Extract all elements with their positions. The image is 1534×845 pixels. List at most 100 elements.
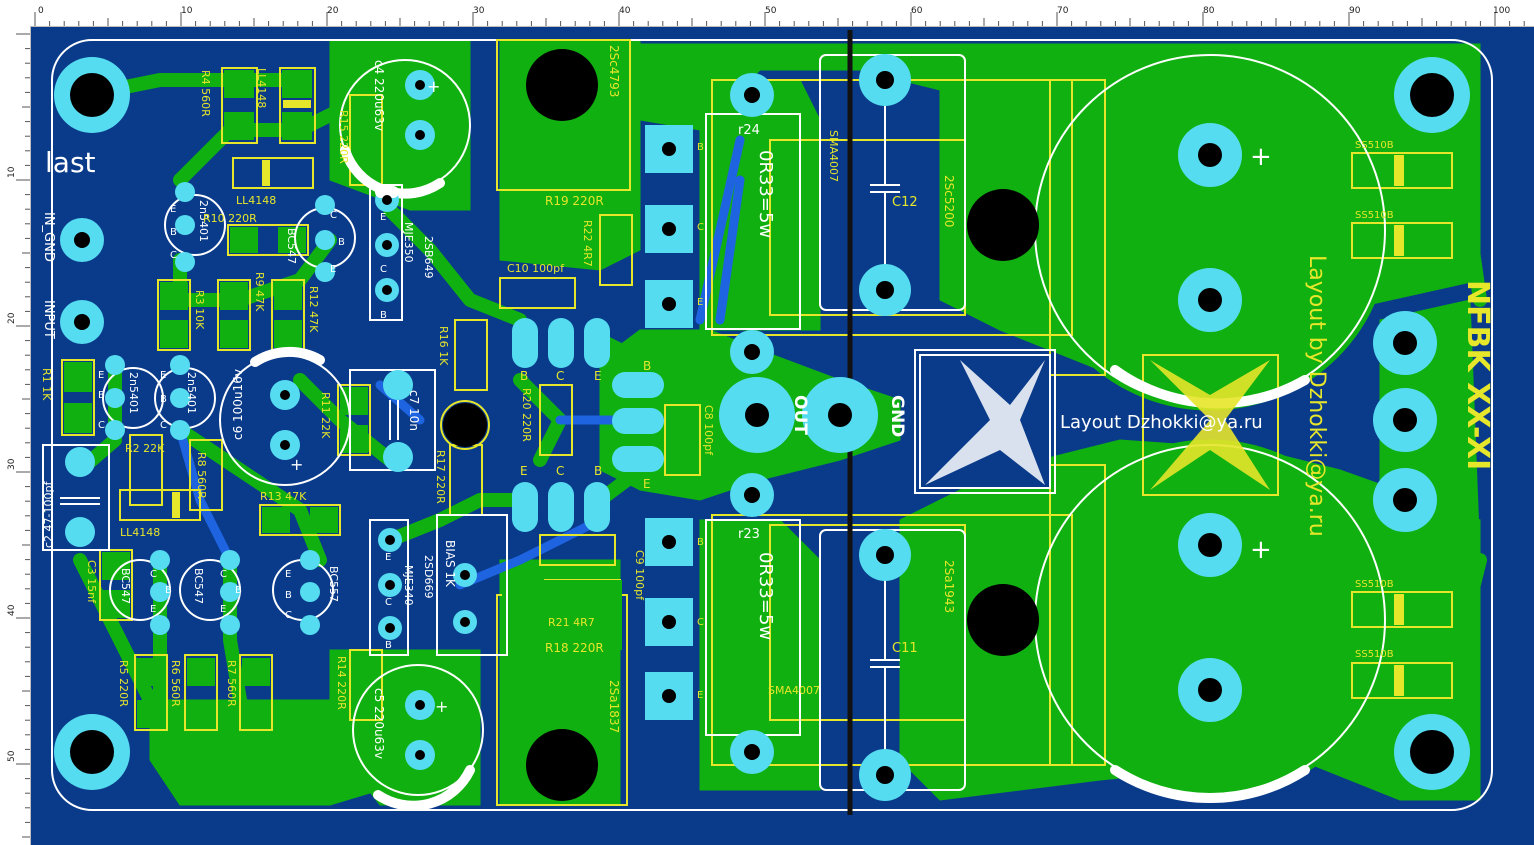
label-q6: BC557 — [327, 566, 340, 602]
label-bias: BIAS 1K — [443, 540, 457, 588]
brand-mirrored: NFBK XX-XI — [1460, 280, 1495, 470]
ruler-left-label: 30 — [7, 458, 17, 470]
board-credit: Layout Dzhokki@ya.ru — [1060, 412, 1263, 433]
label-gnd: GND — [887, 395, 907, 437]
trace — [1433, 173, 1487, 307]
silk-outline-logo-mirrored — [1142, 354, 1279, 496]
trace — [383, 493, 527, 547]
pin-c: C — [556, 464, 564, 478]
pin-e: E — [643, 477, 651, 491]
smd-pad — [230, 227, 258, 253]
pin-b: B — [643, 359, 651, 373]
pin-e: E — [385, 552, 391, 563]
smd-pad — [340, 425, 368, 453]
label-in-gnd: IN_GND — [41, 212, 56, 262]
label-q1: 2n5401 — [127, 372, 140, 414]
pcb-canvas[interactable]: last Layout Dzhokki@ya.ru IN_GND INPUT O… — [31, 27, 1534, 845]
ruler-left-label: 20 — [7, 312, 17, 324]
smd-pad — [667, 407, 697, 435]
silk-outline-r6 — [184, 654, 218, 731]
smd-pad — [220, 282, 248, 310]
silk-outline-q15 — [496, 39, 631, 191]
pad — [300, 615, 320, 635]
ruler-left-label: 10 — [7, 166, 17, 178]
ruler-top-ticks — [34, 12, 1525, 26]
drill-hole — [382, 195, 392, 205]
pad — [220, 582, 240, 602]
label-r18: R18 220R — [545, 641, 604, 655]
label-r5: R5 220R — [117, 660, 130, 707]
label-r4: R4 560R — [199, 70, 212, 117]
silk-outline-d2 — [232, 157, 314, 189]
ruler-left[interactable]: 10 20 30 40 50 — [0, 26, 31, 845]
label-r20: R20 220R — [520, 388, 533, 442]
component-symbols — [60, 80, 900, 760]
pad — [220, 615, 240, 635]
plus-cap-bottom: + — [1250, 535, 1272, 565]
trace-bottom — [455, 515, 605, 590]
pad-oval — [612, 372, 664, 398]
ruler-left-svg: 10 20 30 40 50 — [7, 33, 30, 838]
silk-outline-c8 — [664, 404, 701, 476]
ruler-top[interactable]: 0 10 20 30 40 50 60 70 80 90 100 — [0, 0, 1534, 27]
smd-pad — [278, 227, 306, 253]
diode-band — [172, 492, 180, 518]
drill-hole — [745, 403, 769, 427]
silk-outline-r10 — [227, 224, 309, 256]
smd-pad — [187, 700, 215, 728]
smd-pad — [137, 658, 165, 686]
pin-e: E — [150, 604, 156, 615]
silk-outline-r8 — [189, 439, 223, 511]
label-q13: 2Sa1943 — [942, 560, 956, 613]
silk-outline-r11 — [337, 384, 371, 456]
silk-outline-r22 — [599, 214, 633, 286]
mounting-hole-q13 — [967, 584, 1039, 656]
label-c2: c2 47-100pf — [42, 481, 55, 548]
pad-oval — [512, 318, 538, 368]
silk-outline-r2 — [129, 434, 163, 506]
label-r21: R21 4R7 — [548, 616, 595, 629]
drill-hole — [415, 750, 425, 760]
label-q10: MJE340 — [402, 565, 415, 606]
plus-cap-top: + — [1250, 142, 1272, 172]
smd-pad-large — [500, 125, 620, 185]
pad — [220, 550, 240, 570]
ruler-top-label: 10 — [181, 6, 193, 16]
drill-hole — [382, 240, 392, 250]
diode-band — [262, 160, 270, 186]
label-r23-value: 0R33=5w — [755, 552, 776, 640]
pad — [105, 355, 125, 375]
drill-hole — [1198, 678, 1222, 702]
silk-outline-r5 — [134, 654, 168, 731]
label-c9: C9 100pf — [633, 550, 646, 601]
label-q15: 2Sc4793 — [607, 45, 621, 97]
drill-hole — [385, 580, 395, 590]
pin-b: B — [594, 464, 602, 478]
silk-outline-r9 — [217, 279, 251, 351]
smd-pad — [1416, 594, 1451, 625]
credit-mirrored: Layout by Dzhokki@ya.ru — [1304, 255, 1329, 537]
pad-oval — [548, 482, 574, 532]
pin-e: E — [170, 204, 176, 215]
silk-outline-r16 — [454, 319, 488, 391]
pin-c: C — [220, 569, 227, 580]
pad-oval — [584, 318, 610, 368]
label-c4: c4 220u63v — [372, 60, 386, 131]
pin-b: B — [165, 585, 172, 596]
drill-hole — [460, 570, 470, 580]
pin-e: E — [285, 569, 291, 580]
label-r9: R9 47K — [253, 272, 266, 312]
pad-oval — [512, 482, 538, 532]
smd-pad — [282, 70, 312, 98]
silk-outline-r7 — [239, 654, 273, 731]
label-r13: R13 47K — [260, 490, 307, 503]
smd-pad — [274, 320, 302, 348]
pin-b: B — [380, 310, 387, 321]
label-c6: c6 100u16v — [231, 369, 245, 440]
pcb-workspace[interactable]: last Layout Dzhokki@ya.ru IN_GND INPUT O… — [31, 27, 1534, 845]
smd-pad — [187, 658, 215, 686]
drill-hole — [1198, 143, 1222, 167]
silk-outline-q9 — [369, 184, 403, 321]
drill-holes — [70, 49, 1454, 801]
trace — [293, 373, 397, 467]
